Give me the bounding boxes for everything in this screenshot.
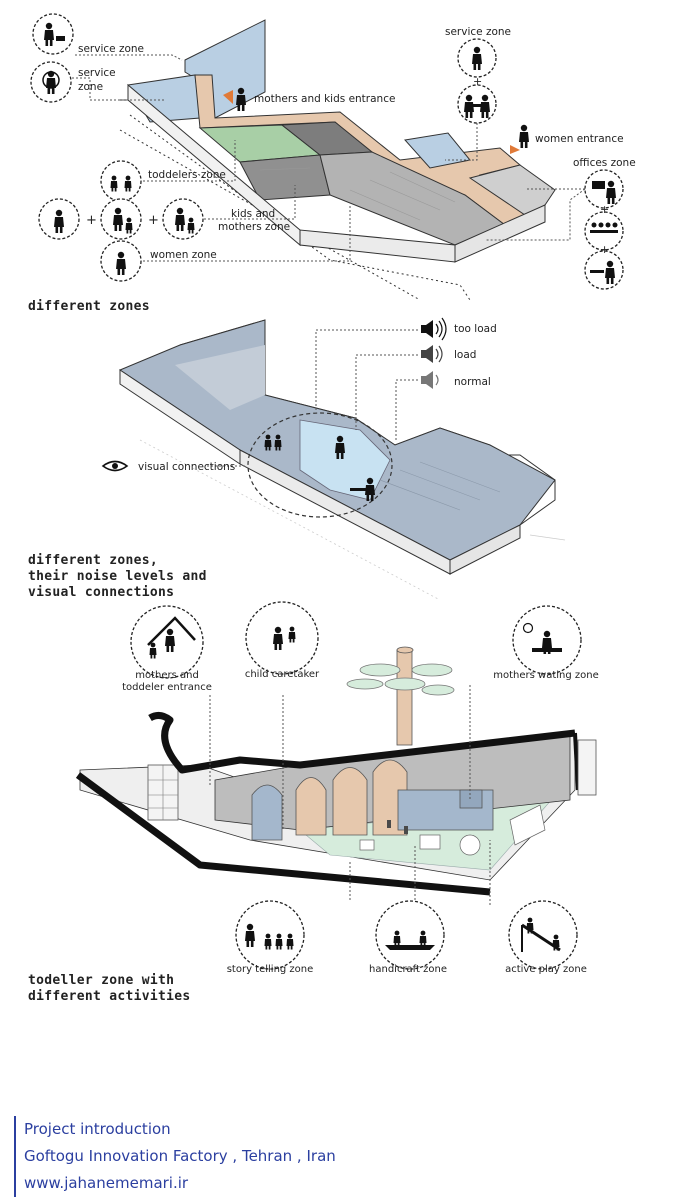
section-heading: visual connections <box>28 585 174 600</box>
mother-kid-icon <box>162 198 204 240</box>
story-telling-icon <box>235 900 305 970</box>
svg-text:+: + <box>600 243 609 256</box>
section-heading: different zones, <box>28 553 158 568</box>
service-zone-top-icon <box>32 13 74 55</box>
mothers-toddler-entrance-label: mothers and <box>135 670 199 681</box>
service-zone-label: zone <box>78 81 103 93</box>
story-telling-label: story telling zone <box>227 964 314 975</box>
zones-axonometric <box>119 19 556 301</box>
mothers-kids-entrance-icon <box>223 87 246 111</box>
handicraft-icon <box>375 900 445 970</box>
footer-website-link[interactable]: www.jahanememari.ir <box>24 1174 189 1192</box>
service-staff-icon <box>457 38 497 78</box>
noise-too-load-label: too load <box>454 323 497 335</box>
noise-normal-label: normal <box>454 376 491 388</box>
active-play-icon <box>508 900 578 970</box>
mothers-waiting-label: mothers wating zone <box>493 670 599 681</box>
noise-leader-lines <box>205 329 418 467</box>
svg-text:+: + <box>148 213 159 228</box>
plus-icon: + + + <box>473 75 609 256</box>
speaker-too-load-icon <box>421 317 447 341</box>
plus-icon: + + <box>86 213 159 228</box>
mother-baby-icon <box>38 198 80 240</box>
offices-icon-1 <box>584 169 624 209</box>
zone-leader-lines <box>72 54 586 262</box>
child-caretaker-label: child caretaker <box>245 669 320 680</box>
visual-connection-ellipse <box>247 412 393 518</box>
handicraft-label: handicraft zone <box>369 964 447 975</box>
offices-icon-3 <box>584 250 624 290</box>
child-caretaker-icon <box>245 601 319 675</box>
mothers-kids-entrance-label: mothers and kids entrance <box>254 93 395 105</box>
svg-text:+: + <box>86 213 97 228</box>
section-heading: todeller zone with <box>28 973 174 988</box>
service-zone-left-icon <box>30 61 72 103</box>
noise-load-label: load <box>454 349 476 361</box>
offices-zone-label: offices zone <box>573 157 636 169</box>
footer-credits: Project introduction Goftogu Innovation … <box>14 1116 336 1197</box>
women-entrance-label: women entrance <box>535 133 624 145</box>
mothers-toddler-entrance-icon <box>130 605 204 679</box>
speaker-load-icon <box>421 345 443 363</box>
section-heading: different activities <box>28 989 191 1004</box>
footer-project-intro: Project introduction <box>24 1120 171 1138</box>
kids-mothers-zone-label: kids and <box>231 208 275 220</box>
service-meeting-icon <box>457 84 497 124</box>
section-heading: their noise levels and <box>28 569 207 584</box>
women-zone-label: women zone <box>150 249 217 261</box>
tree-column-icon <box>346 646 455 746</box>
footer-project-name: Goftogu Innovation Factory , Tehran , Ir… <box>24 1147 336 1165</box>
kids-mothers-zone-label: mothers zone <box>218 221 290 233</box>
noise-axonometric <box>118 319 566 601</box>
toddelers-zone-label: toddelers zone <box>148 169 226 181</box>
offices-icon-2 <box>584 211 624 251</box>
eye-icon <box>101 460 129 472</box>
speaker-normal-icon <box>421 371 439 389</box>
active-play-label: active play zone <box>505 964 587 975</box>
mother-toddler-icon <box>100 198 142 240</box>
svg-text:+: + <box>473 75 482 88</box>
women-entrance-icon <box>510 124 529 154</box>
offices-zone-block <box>468 164 556 216</box>
women-zone-icon <box>100 240 142 282</box>
service-zone-label: service <box>78 67 116 79</box>
service-zone-label: service zone <box>445 26 511 38</box>
toddler-axonometric <box>75 711 597 896</box>
visual-connections-label: visual connections <box>138 461 235 473</box>
section-heading: different zones <box>28 299 150 314</box>
mothers-toddler-entrance-label: toddeler entrance <box>122 682 212 693</box>
toddlers-zone-icon <box>100 160 142 202</box>
svg-text:+: + <box>600 203 609 216</box>
mothers-waiting-icon <box>512 605 582 675</box>
toddler-leader-lines <box>209 685 491 905</box>
figures-in-ellipse <box>264 434 375 501</box>
service-zone-label: service zone <box>78 43 144 55</box>
